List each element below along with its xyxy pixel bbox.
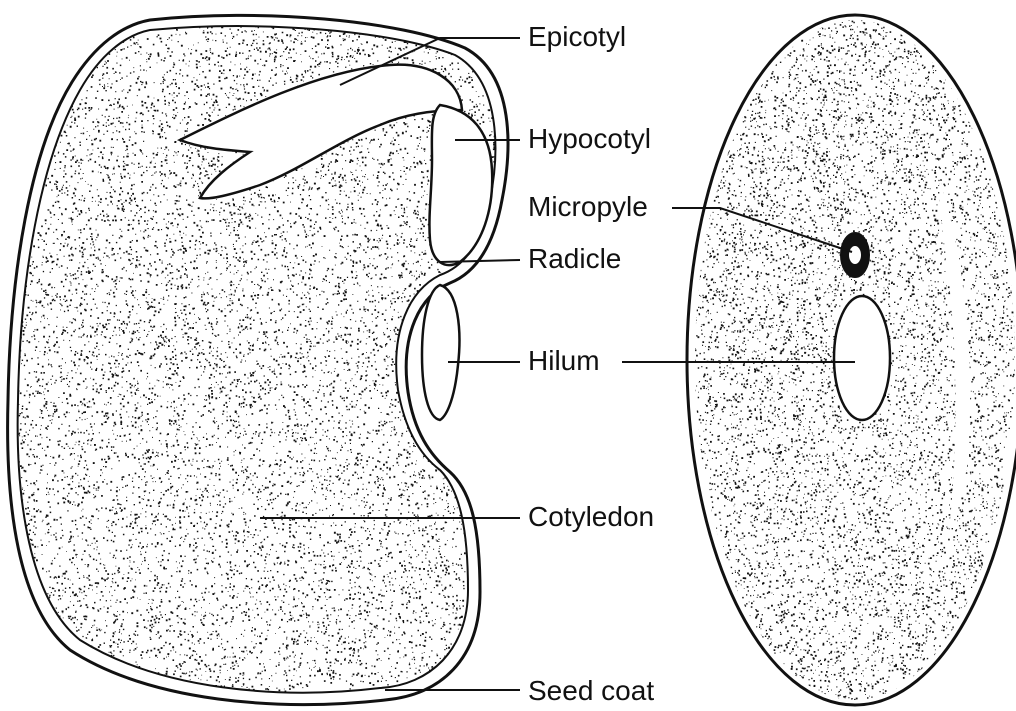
label-hilum: Hilum: [528, 345, 600, 376]
labels: Epicotyl Hypocotyl Micropyle Radicle Hil…: [528, 21, 654, 706]
label-radicle: Radicle: [528, 243, 621, 274]
label-cotyledon: Cotyledon: [528, 501, 654, 532]
hilum-face-shape: [834, 296, 890, 420]
label-epicotyl: Epicotyl: [528, 21, 626, 52]
hypocotyl-shape: [429, 105, 492, 265]
label-seed-coat: Seed coat: [528, 675, 654, 706]
face-pale-band: [939, 180, 970, 520]
label-hypocotyl: Hypocotyl: [528, 123, 651, 154]
hilum-side-shape: [422, 285, 459, 420]
label-micropyle: Micropyle: [528, 191, 648, 222]
bean-side-view: [8, 15, 512, 711]
bean-face-view: [685, 15, 1016, 707]
micropyle-inner: [849, 246, 861, 264]
